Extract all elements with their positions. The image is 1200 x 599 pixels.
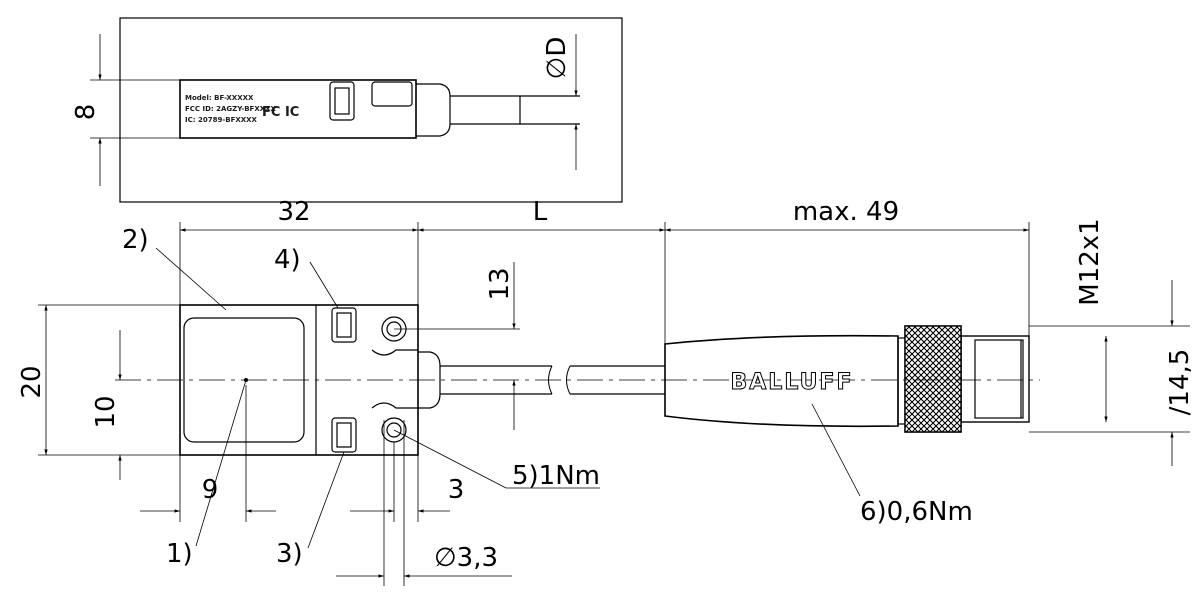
side-dim-height: 8 [71,104,101,121]
knurled-nut-fill [904,325,962,433]
dim-connector-length: max. 49 [793,197,899,227]
side-latch-inner [334,87,350,115]
side-label-line-2: FCC ID: 2AGZY-BFXXXX [185,105,277,113]
mount-hole-bottom-inner [386,422,402,438]
side-view [90,17,623,203]
front-cable-gland [418,351,441,409]
leader-4 [309,261,339,309]
side-latch [329,81,355,121]
side-sensor-body [179,79,417,139]
dim-width-body: 32 [277,197,310,227]
leader-2 [155,247,227,311]
dim-hole-diameter: ∅3,3 [434,543,498,573]
connector-thread-inner [974,339,1024,419]
dim-cable-length: L [533,197,548,227]
callout-4: 4) [274,245,301,275]
side-dim-diameter: ∅D [542,37,572,80]
hole-notch-bottom [371,402,418,409]
dim-connector-diameter: ∕14,5 [1165,349,1195,416]
dimension-lines [38,222,1190,586]
side-label-line-3: IC: 20789-BFXXXX [185,116,258,124]
side-cable-gland [416,83,451,137]
callout-5: 5)1Nm [512,461,600,491]
leader-1 [195,379,247,547]
connector-brand: BALLUFF [731,370,854,395]
dim-hole-spacing: 10 [91,395,121,428]
dim-body-height: 20 [17,365,47,398]
dim-left-offset: 9 [202,475,219,505]
callout-3: 3) [276,539,303,569]
side-cert-marks: FC IC [262,105,299,120]
latch-top-inner [336,312,352,338]
callout-2: 2) [122,225,149,255]
side-view-frame [119,17,623,203]
latch-top [331,307,357,343]
dim-thread: M12x1 [1075,218,1105,305]
leader-6 [811,403,861,497]
latch-bottom-inner [336,422,352,448]
side-tab [371,81,413,107]
callout-6: 6)0,6Nm [860,497,973,527]
side-label-line-1: Model: BF-XXXXX [185,94,254,102]
connector-thread [960,335,1030,423]
dim-right-offset: 3 [448,475,465,505]
connector-housing [664,334,899,428]
hole-notch-top [371,349,418,356]
callout-1: 1) [166,539,193,569]
dim-upper: 13 [485,267,515,300]
leader-3 [307,451,345,549]
